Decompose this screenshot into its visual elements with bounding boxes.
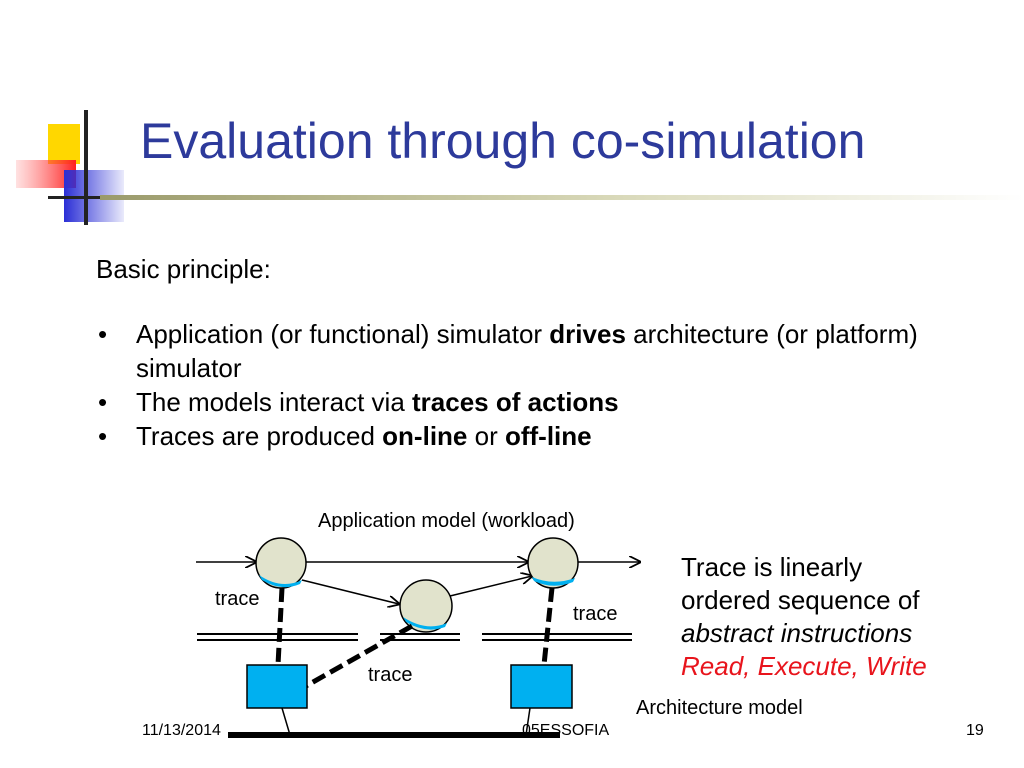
architecture-bus-link (525, 707, 531, 736)
bullet-dot: • (98, 387, 108, 417)
bullet-text: The models interact via (136, 387, 413, 417)
flow-arrow (449, 576, 532, 597)
bullet-dot: • (98, 319, 108, 349)
bullet-item: • Application (or functional) simulator … (96, 317, 996, 385)
architecture-bus-link (281, 707, 291, 736)
footer-date: 11/13/2014 (142, 722, 221, 739)
trace-label: trace (573, 603, 617, 625)
flow-arrow (301, 579, 399, 604)
bullet-bold: drives (549, 319, 626, 349)
bullet-item: • The models interact via traces of acti… (96, 385, 996, 419)
note-line-italic: abstract instructions (681, 618, 913, 648)
note-line: ordered sequence of (681, 585, 920, 615)
process-node (399, 579, 453, 633)
title-divider (100, 195, 1024, 200)
process-node (255, 537, 307, 589)
architecture-model-label: Architecture model (636, 697, 803, 719)
trace-label: trace (215, 588, 259, 610)
application-model-label: Application model (workload) (318, 510, 575, 532)
bullet-dot: • (98, 421, 108, 451)
architecture-resource (246, 664, 308, 709)
bullet-text: architecture (or platform) simulator (136, 319, 918, 383)
process-node (527, 537, 579, 589)
slide-number: 19 (966, 722, 984, 739)
bullet-bold: off-line (504, 421, 592, 451)
note-line: Trace is linearly (681, 552, 863, 582)
bullet-item: • Traces are produced on-line or off-lin… (96, 419, 996, 453)
bullet-text: or (467, 421, 505, 451)
bullet-bold: on-line (382, 421, 468, 451)
bullet-text: Traces are produced (136, 421, 383, 451)
bullet-list: • Application (or functional) simulator … (96, 317, 996, 453)
trace-note: Trace is linearly ordered sequence of ab… (681, 551, 927, 683)
trace-label: trace (368, 664, 412, 686)
bullet-text: Application (or functional) simulator (136, 319, 550, 349)
note-highlight: Read, Execute, Write (681, 651, 927, 681)
footer-center-text: 05ESSOFIA (522, 722, 610, 739)
trace-link (275, 587, 555, 689)
slide-title: Evaluation through co-simulation (140, 113, 866, 169)
slide-subtitle: Basic principle: (96, 254, 271, 284)
architecture-resource (510, 664, 573, 709)
bullet-bold: traces of actions (412, 387, 619, 417)
